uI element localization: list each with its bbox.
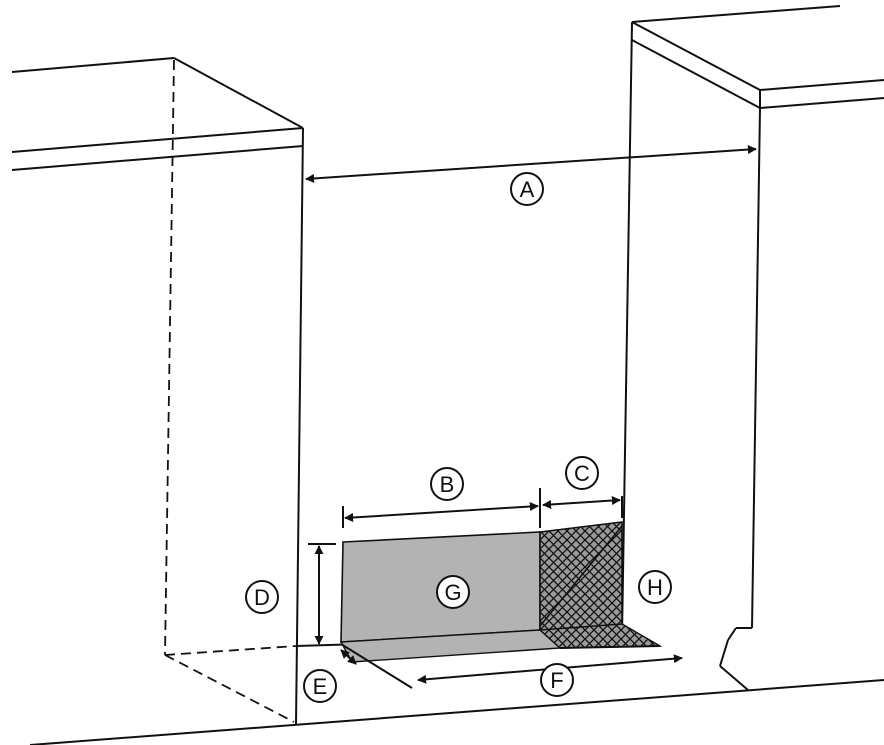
dimension-e-line	[340, 649, 357, 665]
svg-text:B: B	[440, 472, 455, 497]
label-c: C	[565, 456, 599, 490]
svg-text:C: C	[574, 461, 590, 486]
left-cabinet	[11, 57, 304, 725]
label-f: F	[540, 663, 574, 697]
label-d: D	[245, 580, 279, 614]
right-cabinet	[621, 5, 884, 691]
svg-text:E: E	[313, 674, 328, 699]
dimension-b-line	[344, 502, 539, 522]
svg-text:G: G	[444, 580, 461, 605]
svg-text:A: A	[520, 177, 535, 202]
dimension-a-line	[305, 145, 757, 183]
svg-text:F: F	[550, 668, 563, 693]
svg-text:D: D	[254, 585, 270, 610]
dimension-lines	[305, 145, 757, 689]
svg-text:H: H	[647, 575, 663, 600]
label-g: G	[436, 575, 470, 609]
label-h: H	[638, 570, 672, 604]
label-a: A	[510, 172, 544, 206]
dimension-c-line	[542, 496, 621, 509]
left-cabinet-hidden-edges	[164, 59, 297, 723]
label-e: E	[303, 669, 337, 703]
panel-h	[539, 521, 623, 635]
label-b: B	[430, 467, 464, 501]
